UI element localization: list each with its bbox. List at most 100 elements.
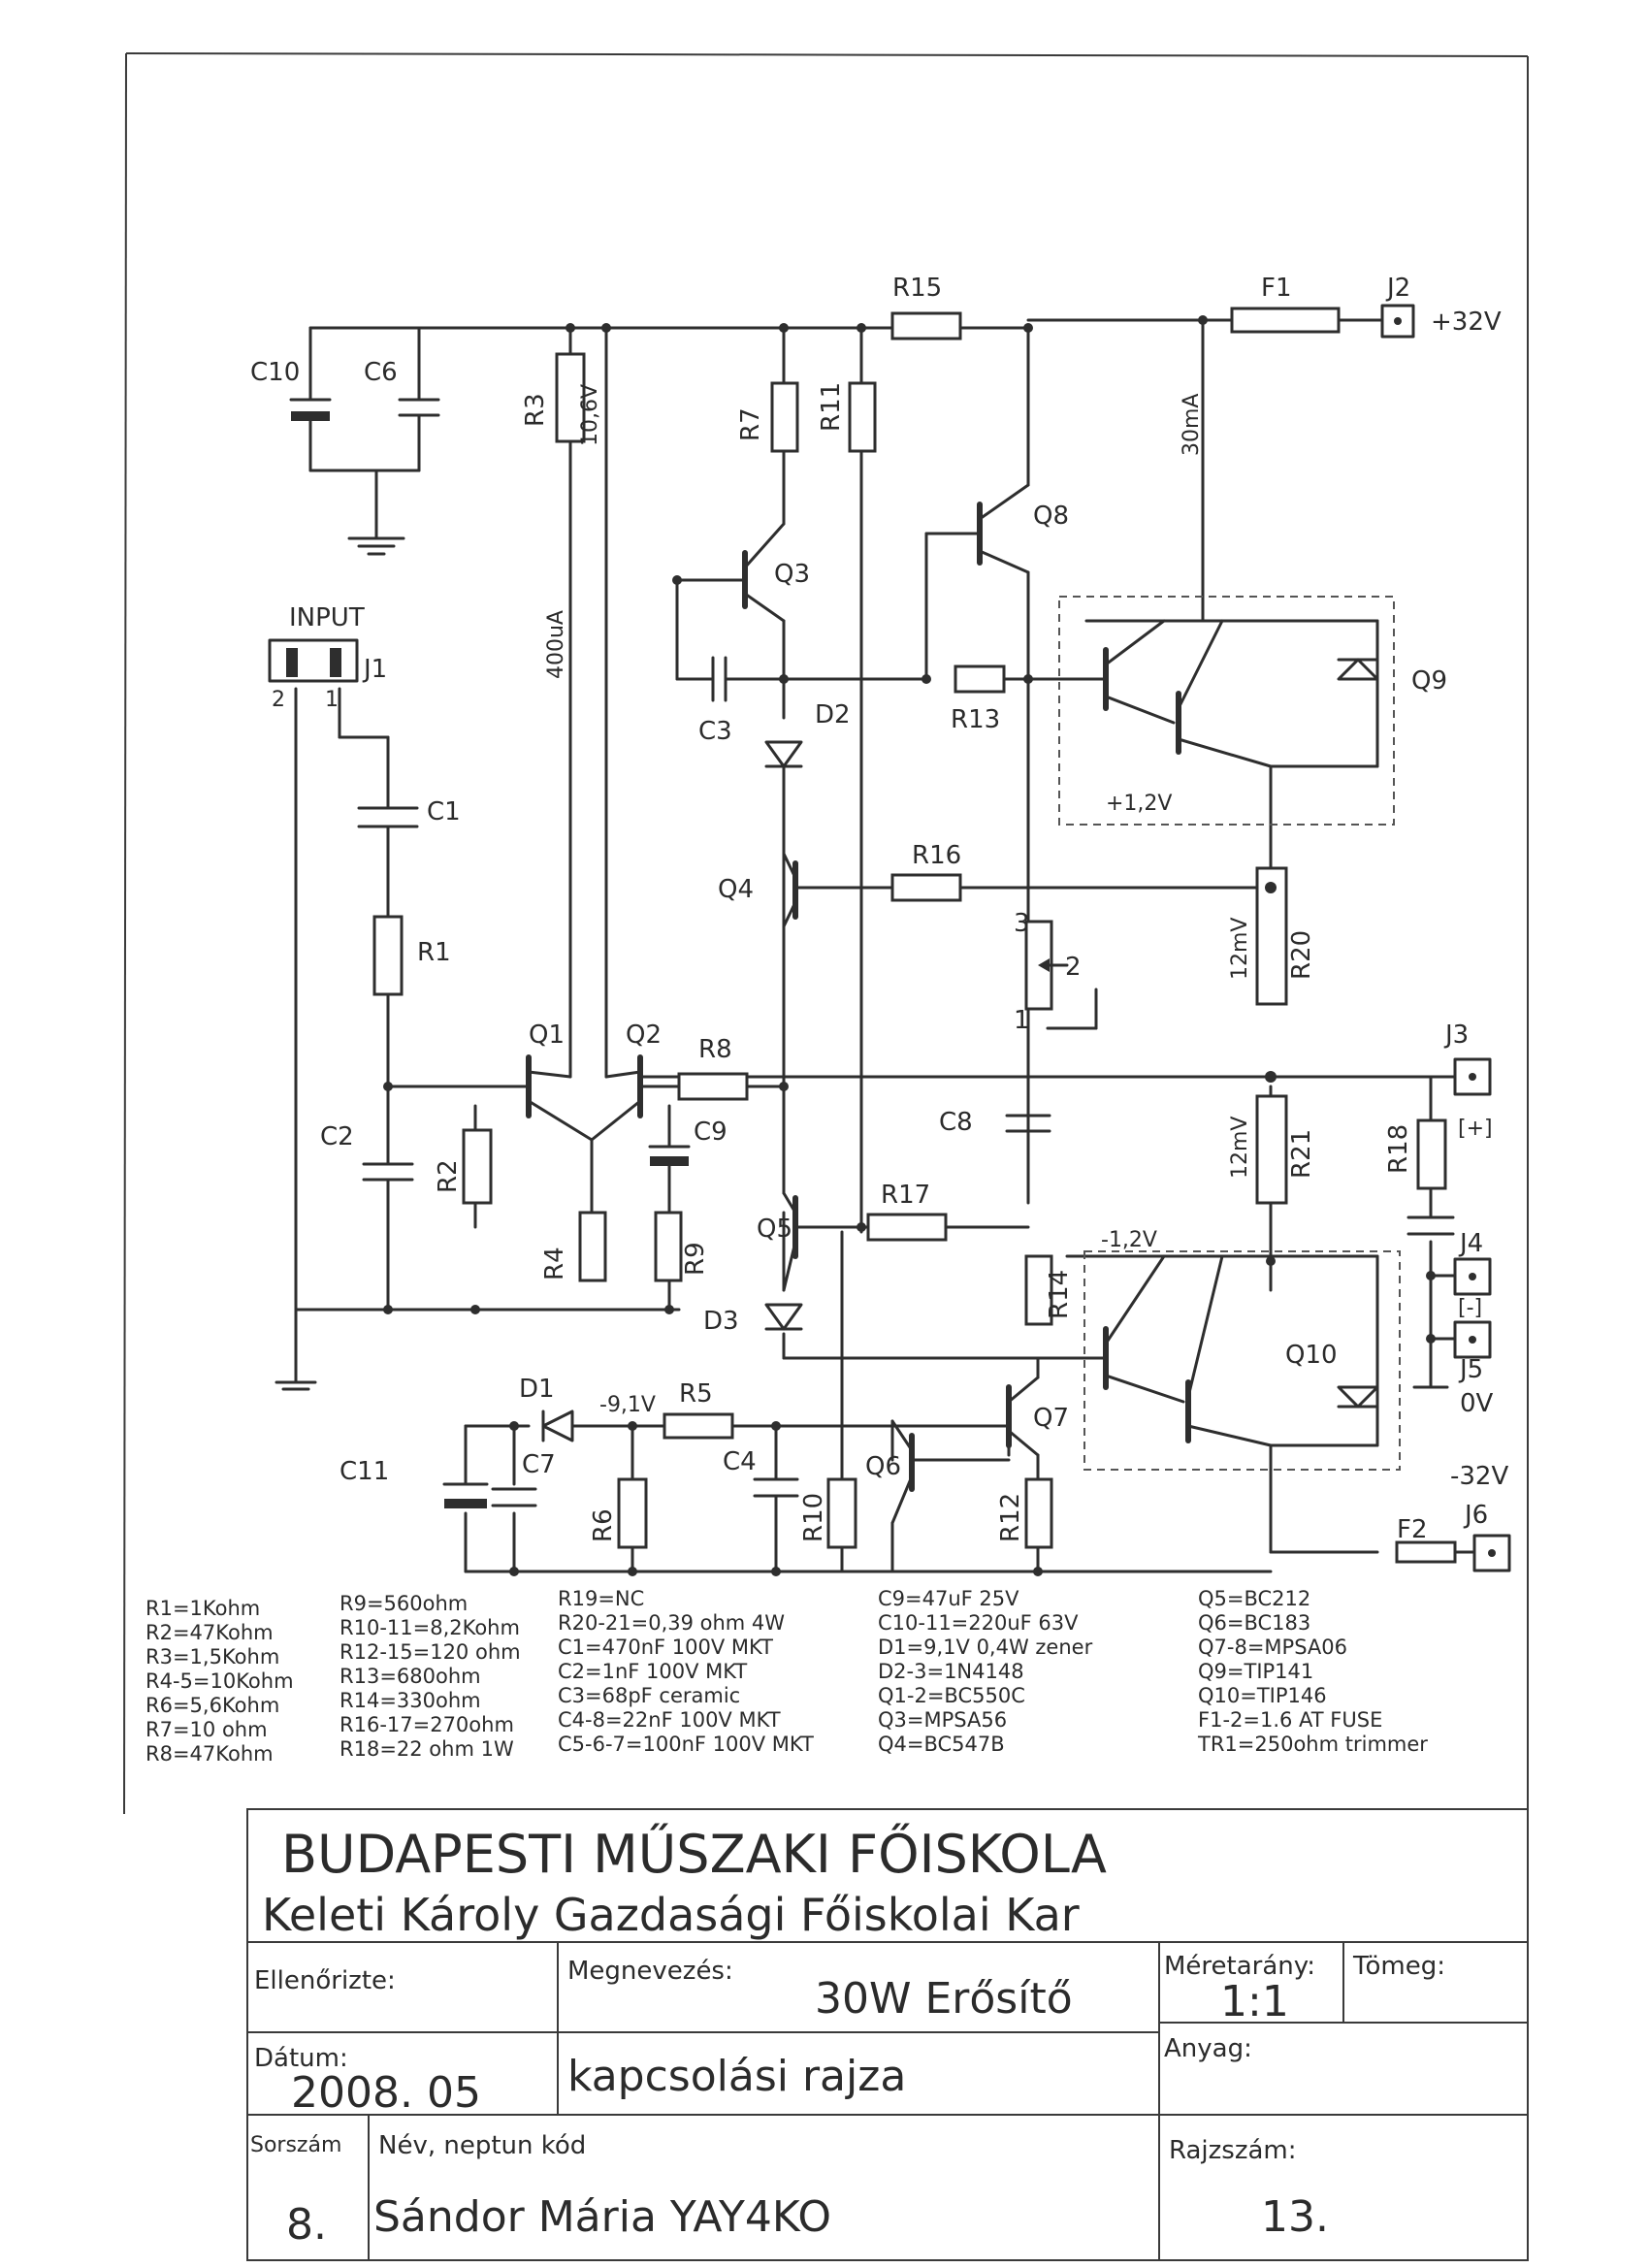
drawing-number-value: 13. [1261,2192,1329,2242]
label-r21-mv: 12mV [1228,1117,1252,1179]
label-trimmer-pin-2: 2 [1065,953,1082,982]
label-d2: D2 [815,700,851,729]
label-q10: Q10 [1285,1341,1338,1370]
bom-item: C1=470nF 100V MKT [558,1636,773,1659]
date-label: Dátum: [254,2044,348,2073]
serial-value: 8. [286,2200,327,2250]
label-r6: R6 [589,1508,618,1542]
label-d1: D1 [519,1375,555,1404]
label-r10: R10 [799,1493,828,1542]
transistor-symbols [526,483,1273,1525]
serial-label: Sorszám [250,2133,341,2157]
parts-list-col-5: Q5=BC212 Q6=BC183 Q7-8=MPSA06 Q9=TIP141 … [1197,1587,1428,1756]
label-q2: Q2 [626,1021,662,1050]
label-f2: F2 [1397,1515,1428,1544]
label-r11: R11 [817,382,846,432]
label-c8: C8 [939,1108,973,1137]
label-q4: Q4 [718,875,754,904]
bom-item: R9=560ohm [340,1592,468,1615]
bom-item: C10-11=220uF 63V [878,1611,1079,1635]
connector-boxes [268,304,1511,1572]
bom-item: C2=1nF 100V MKT [558,1660,747,1683]
label-r9: R9 [681,1242,710,1276]
label-c6: C6 [364,358,398,387]
bom-item: C4-8=22nF 100V MKT [558,1708,781,1732]
date-value: 2008. 05 [291,2068,481,2118]
label-trimmer-pin-1: 1 [1014,1006,1030,1035]
author-value: Sándor Mária YAY4KO [373,2192,831,2242]
bom-item: D1=9,1V 0,4W zener [878,1636,1093,1659]
label-input: INPUT [289,603,365,632]
bom-item: R19=NC [558,1587,644,1610]
label-current-400ua: 400uA [544,610,568,679]
label-c11: C11 [340,1457,389,1486]
label-j4-mark: [-] [1458,1296,1482,1320]
name-label: Megnevezés: [567,1957,733,1986]
label-trimmer-pin-3: 3 [1014,909,1030,938]
label-r21: R21 [1287,1129,1316,1179]
scale-value: 1:1 [1220,1977,1289,2026]
bom-item: Q3=MPSA56 [878,1708,1007,1732]
label-zero-v: 0V [1460,1389,1494,1418]
label-f1: F1 [1261,274,1292,303]
label-q9: Q9 [1411,666,1447,696]
junction-dots [383,315,1436,1576]
label-r3: R3 [521,393,550,427]
label-j3-mark: [+] [1458,1117,1493,1141]
label-supply-pos: +32V [1431,308,1502,337]
bom-item: R4-5=10Kohm [146,1669,294,1693]
label-current-30ma: 30mA [1180,394,1204,456]
bom-item: R18=22 ohm 1W [340,1737,514,1761]
label-r1: R1 [417,938,451,967]
output-device-outlines [1058,596,1401,1471]
label-r5: R5 [679,1379,713,1409]
school-name: BUDAPESTI MŰSZAKI FŐISKOLA [281,1824,1107,1885]
faculty-name: Keleti Károly Gazdasági Főiskolai Kar [262,1889,1080,1941]
label-c10: C10 [250,358,300,387]
label-r3-voltage: 10,6V [578,384,602,446]
label-c3: C3 [698,717,732,746]
label-j6: J6 [1463,1501,1488,1530]
diode-symbols [541,658,1379,1442]
bom-item: R14=330ohm [340,1689,481,1712]
scale-label: Méretarány: [1164,1952,1315,1981]
label-supply-neg: -32V [1450,1462,1508,1491]
name-value-line-2: kapcsolási rajza [567,2052,906,2101]
parts-list-col-4: C9=47uF 25V C10-11=220uF 63V D1=9,1V 0,4… [878,1587,1093,1756]
label-d3: D3 [703,1307,739,1336]
bom-item: Q5=BC212 [1198,1587,1310,1610]
bom-item: R10-11=8,2Kohm [340,1616,520,1639]
bom-item: Q10=TIP146 [1198,1684,1327,1707]
label-r12: R12 [996,1493,1025,1542]
label-r8: R8 [698,1035,732,1064]
bom-item: R2=47Kohm [146,1621,274,1644]
label-c1: C1 [427,797,461,826]
label-v-neg-91: -9,1V [599,1393,656,1417]
bom-item: Q9=TIP141 [1198,1660,1313,1683]
label-r18: R18 [1384,1124,1413,1174]
label-r20: R20 [1287,930,1316,980]
parts-list-col-1: R1=1Kohm R2=47Kohm R3=1,5Kohm R4-5=10Koh… [146,1597,294,1766]
mass-label: Tömeg: [1352,1952,1445,1981]
bom-item: Q6=BC183 [1198,1611,1310,1635]
label-input-pin-1: 1 [325,688,339,712]
label-j2: J2 [1385,274,1410,303]
label-c9: C9 [694,1118,728,1147]
label-r15: R15 [892,274,942,303]
author-label: Név, neptun kód [378,2131,586,2160]
checked-label: Ellenőrizte: [254,1966,396,1995]
label-j4: J4 [1458,1229,1483,1258]
bom-item: F1-2=1.6 AT FUSE [1198,1708,1382,1732]
label-j3: J3 [1443,1021,1469,1050]
label-v-pos-bias: +1,2V [1106,792,1172,816]
label-input-pin-2: 2 [272,688,285,712]
label-q3: Q3 [774,560,810,589]
material-label: Anyag: [1164,2034,1252,2063]
bom-item: R13=680ohm [340,1665,481,1688]
capacitor-plates [289,386,1455,1515]
bom-item: R6=5,6Kohm [146,1694,279,1717]
bom-item: R12-15=120 ohm [340,1640,521,1664]
resistor-bodies [372,307,1457,1564]
drawing-number-label: Rajzszám: [1169,2136,1297,2165]
